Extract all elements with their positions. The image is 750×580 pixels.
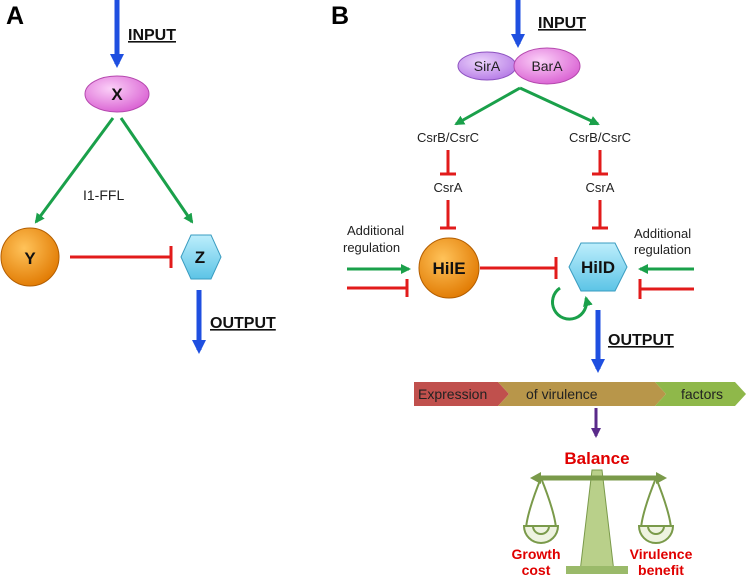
arrow-x-to-y — [34, 117, 115, 224]
hild-autoactivation-loop — [551, 286, 593, 321]
right-pan-chain-outer — [655, 477, 672, 531]
node-x-label: X — [111, 85, 123, 104]
growth-label-line2: cost — [522, 562, 551, 578]
node-z-label: Z — [195, 248, 205, 267]
csra-right-label: CsrA — [586, 180, 615, 195]
band-factors — [655, 382, 746, 406]
left-pan-chain-outer — [525, 477, 542, 531]
node-bara-label: BarA — [531, 58, 563, 74]
input-label-b: INPUT — [538, 15, 586, 32]
output-label-a: OUTPUT — [210, 315, 276, 332]
band-of-virulence — [498, 382, 666, 406]
growth-label-line1: Growth — [512, 546, 561, 562]
virulence-label-line1: Virulence — [630, 546, 693, 562]
additional-right-line2: regulation — [634, 242, 691, 257]
virulence-label-line2: benefit — [638, 562, 684, 578]
csrbc-left-label: CsrB/CsrC — [417, 130, 479, 145]
additional-left-line1: Additional — [347, 223, 404, 238]
node-hild-label: HilD — [581, 258, 615, 277]
arrow-sirbara-right — [519, 86, 600, 126]
motif-label: I1-FFL — [83, 187, 124, 203]
balance-scale — [522, 469, 675, 574]
node-hile — [418, 237, 480, 299]
scale-pillar — [579, 469, 615, 573]
right-pan-inner — [647, 525, 665, 535]
panel-label-a: A — [6, 2, 24, 30]
panel-label-b: B — [331, 2, 349, 30]
band-expression-label: Expression — [418, 386, 487, 402]
band-expression — [414, 382, 509, 406]
additional-right-line1: Additional — [634, 226, 691, 241]
csrbc-right-label: CsrB/CsrC — [569, 130, 631, 145]
node-x — [84, 75, 150, 113]
node-y — [0, 227, 60, 287]
scale-base — [566, 566, 628, 574]
arrow-sirbara-left — [454, 86, 521, 126]
node-sira-label: SirA — [474, 58, 501, 74]
scale-beam-right-tip — [656, 472, 667, 484]
node-hild — [568, 242, 628, 292]
node-y-label: Y — [24, 249, 36, 268]
additional-left-line2: regulation — [343, 240, 400, 255]
node-bara — [513, 47, 581, 85]
scale-beam-left-tip — [530, 472, 541, 484]
node-z — [180, 234, 222, 280]
left-pan-chain-inner — [540, 477, 557, 531]
input-label-a: INPUT — [128, 27, 176, 44]
right-pan-chain-inner — [640, 477, 657, 531]
arrow-x-to-z — [119, 117, 194, 224]
output-label-b: OUTPUT — [608, 332, 674, 349]
node-hile-label: HilE — [432, 259, 465, 278]
band-of-virulence-label: of virulence — [526, 386, 598, 402]
balance-label: Balance — [564, 449, 629, 468]
left-pan-inner — [532, 525, 550, 535]
csra-left-label: CsrA — [434, 180, 463, 195]
band-factors-label: factors — [681, 386, 723, 402]
